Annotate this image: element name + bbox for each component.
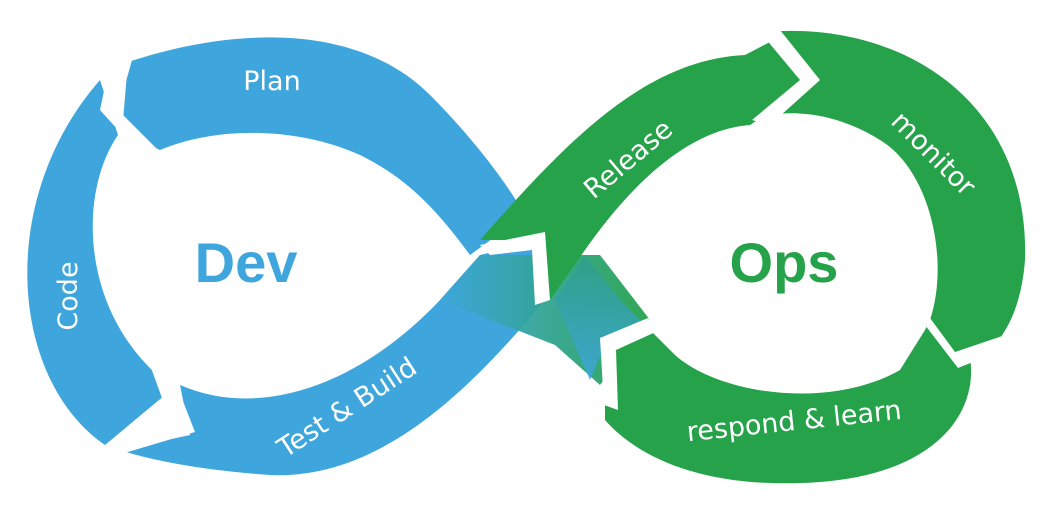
ops-title: Ops xyxy=(730,231,839,294)
separator-plan-code xyxy=(100,60,160,152)
separators xyxy=(100,30,1020,455)
dev-loop xyxy=(27,37,545,476)
ops-crossing-piece xyxy=(555,255,645,380)
respond-learn-segment xyxy=(605,300,972,484)
test-build-segment xyxy=(120,240,545,476)
dev-title: Dev xyxy=(195,231,298,294)
release-segment xyxy=(480,42,810,300)
code-label: Code xyxy=(53,261,84,330)
separator-test-release xyxy=(480,232,550,305)
separator-code-test xyxy=(105,365,195,455)
code-segment xyxy=(27,80,166,445)
separator-release-monitor xyxy=(752,30,820,125)
monitor-segment xyxy=(765,30,1026,356)
separator-monitor-respond xyxy=(925,318,1020,368)
plan-segment xyxy=(122,37,525,256)
ops-loop xyxy=(480,30,1026,484)
separator-respond-crossing xyxy=(600,318,660,410)
plan-label: Plan xyxy=(243,66,300,97)
